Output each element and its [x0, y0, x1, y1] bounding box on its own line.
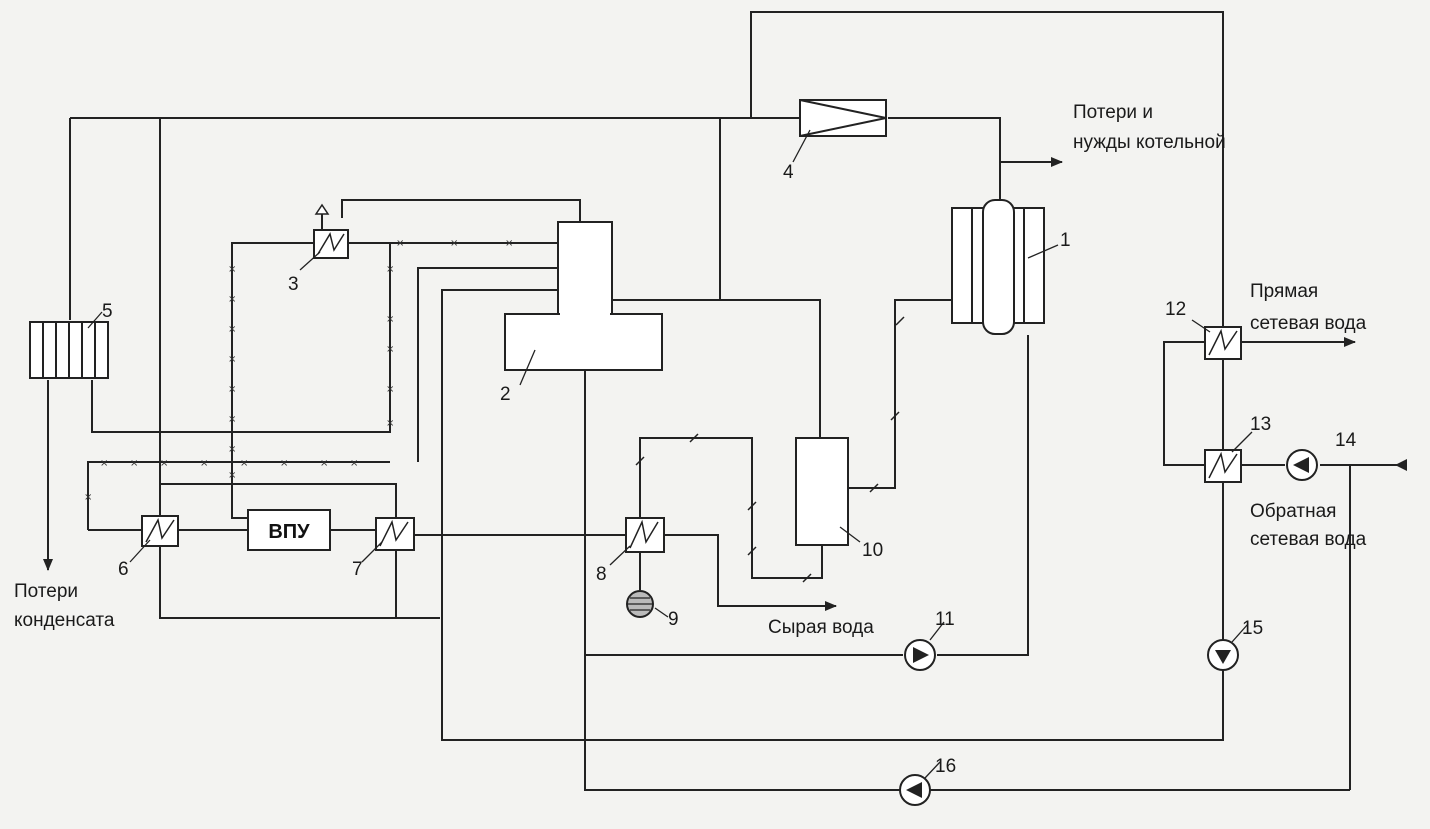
condensate-losses-label-line2: конденсата — [14, 610, 115, 631]
pipe-12-13-loop — [1163, 341, 1205, 466]
water-treatment-vpu: ВПУ — [247, 509, 331, 551]
svg-text:×: × — [228, 470, 236, 481]
number-13: 13 — [1250, 414, 1271, 435]
svg-text:×: × — [386, 314, 394, 325]
pipe-3-left-loop — [231, 242, 314, 519]
svg-text:×: × — [386, 344, 394, 355]
svg-text:×: × — [200, 458, 208, 469]
pipe-raw-water — [664, 534, 837, 611]
svg-text:×: × — [228, 354, 236, 365]
return-arrow-head — [1395, 459, 1407, 471]
svg-text:×: × — [228, 384, 236, 395]
pipe-6-upper — [87, 461, 390, 530]
svg-text:×: × — [505, 238, 513, 249]
ejector-4 — [799, 99, 887, 137]
vpu-label: ВПУ — [268, 521, 310, 543]
pipe-3-vent-to-2 — [341, 199, 581, 222]
direct-water-label-line1: Прямая — [1250, 281, 1318, 302]
pipe-390 — [91, 243, 391, 433]
number-8: 8 — [596, 564, 607, 585]
number-3: 3 — [288, 274, 299, 295]
number-leaders — [87, 129, 1253, 779]
condensate-line-markers: × × × × × × × × × × × × × × × × × × × × × × × × × — [84, 238, 513, 503]
number-15: 15 — [1242, 618, 1263, 639]
pipe-11-to-1 — [937, 335, 1029, 656]
cooler-5 — [29, 321, 109, 379]
number-9: 9 — [668, 609, 679, 630]
svg-text:×: × — [320, 458, 328, 469]
number-12: 12 — [1165, 299, 1186, 320]
pipe-network — [43, 11, 1407, 791]
direct-water-label-line2: сетевая вода — [1250, 313, 1367, 334]
pipe-10-to-1 — [848, 299, 952, 489]
boiler-1 — [951, 199, 1045, 335]
svg-text:×: × — [386, 264, 394, 275]
svg-text:×: × — [228, 294, 236, 305]
svg-text:×: × — [396, 238, 404, 249]
pipe-top-loop — [750, 11, 1224, 330]
number-11: 11 — [935, 609, 955, 630]
svg-text:×: × — [386, 418, 394, 429]
heat-exchanger-12 — [1204, 326, 1242, 360]
deaerator-2 — [504, 221, 663, 371]
pump-11 — [904, 639, 936, 671]
pipe-deaerator-to-10 — [612, 299, 821, 438]
svg-text:×: × — [240, 458, 248, 469]
number-10: 10 — [862, 540, 883, 561]
equipment-numbers: 1 2 3 4 5 6 7 8 9 10 11 12 13 14 15 16 — [102, 162, 1357, 777]
return-water-label-line2: сетевая вода — [1250, 529, 1367, 550]
pump-14 — [1286, 449, 1318, 481]
source-9 — [626, 590, 654, 618]
boiler-losses-label-line1: Потери и — [1073, 102, 1153, 123]
svg-text:×: × — [228, 444, 236, 455]
svg-text:×: × — [160, 458, 168, 469]
number-5: 5 — [102, 301, 113, 322]
number-1: 1 — [1060, 230, 1071, 251]
return-water-label-line1: Обратная — [1250, 501, 1336, 522]
condensate-losses-label-line1: Потери — [14, 581, 78, 602]
pipe-2-bottom — [584, 370, 900, 791]
svg-text:×: × — [350, 458, 358, 469]
svg-text:×: × — [386, 384, 394, 395]
number-6: 6 — [118, 559, 129, 580]
pipe-2-left-b — [417, 267, 558, 462]
pipe-8-upper — [639, 437, 823, 579]
svg-text:×: × — [100, 458, 108, 469]
heat-exchanger-8 — [625, 517, 665, 553]
number-4: 4 — [783, 162, 794, 183]
number-16: 16 — [935, 756, 956, 777]
flow-labels: Потери и нужды котельной Прямая сетевая … — [14, 102, 1367, 638]
svg-text:×: × — [228, 414, 236, 425]
boiler-losses-label-line2: нужды котельной — [1073, 132, 1226, 153]
heat-exchanger-7 — [375, 517, 415, 551]
svg-text:×: × — [450, 238, 458, 249]
feedwater-line-markers — [635, 316, 905, 583]
tank-10 — [795, 437, 849, 546]
svg-text:×: × — [84, 492, 92, 503]
pump-15 — [1207, 639, 1239, 671]
svg-text:×: × — [130, 458, 138, 469]
heat-exchanger-13 — [1204, 449, 1242, 483]
pump-16 — [899, 774, 931, 806]
svg-text:×: × — [228, 324, 236, 335]
pipe-4-to-1 — [888, 117, 1001, 205]
pipe-2-left-c — [441, 289, 1224, 741]
heat-exchanger-6 — [141, 515, 179, 547]
svg-text:×: × — [280, 458, 288, 469]
number-2: 2 — [500, 384, 511, 405]
number-7: 7 — [352, 559, 363, 580]
heat-exchanger-3 — [313, 203, 349, 259]
svg-text:×: × — [228, 264, 236, 275]
number-14: 14 — [1335, 430, 1357, 451]
raw-water-label: Сырая вода — [768, 617, 874, 638]
